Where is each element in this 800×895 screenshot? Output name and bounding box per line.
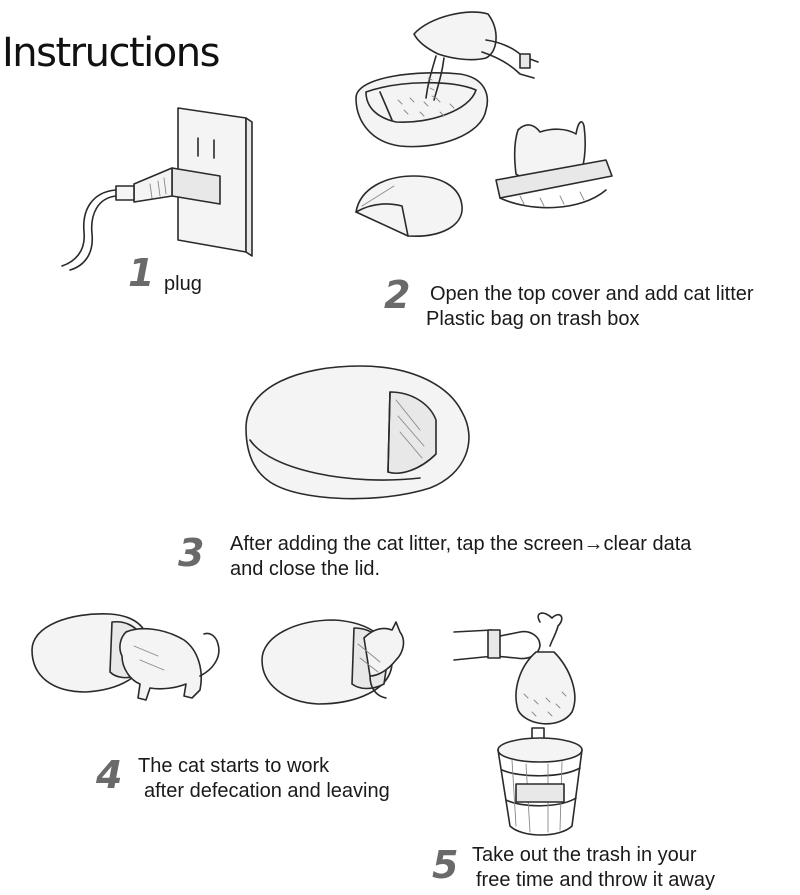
step-1-line-1: plug [164,273,202,295]
step-1-number: 1 [128,251,155,295]
step-2-line-1: Open the top cover and add cat litter [430,283,754,305]
step-3-caption: After adding the cat litter, tap the scr… [230,532,691,582]
step-5-line-1: Take out the trash in your [472,844,697,866]
step-4-line-1: The cat starts to work [138,755,330,777]
step-5-line-2: free time and throw it away [476,869,715,891]
cat-icon [31,613,405,705]
step-5-number: 5 [432,843,459,887]
step-2-line-2: Plastic bag on trash box [426,308,640,330]
step-1-caption: plug [164,272,202,297]
step-2-caption: Open the top cover and add cat litter Pl… [426,282,754,332]
closed-litter-box-icon [245,365,470,500]
step-3-line-1: After adding the cat litter, tap the scr… [230,533,692,555]
step-2-number: 2 [384,273,411,317]
step-3-line-2: and close the lid. [230,558,381,580]
step-5-caption: Take out the trash in your free time and… [472,843,715,893]
trash-bin-icon [453,612,583,836]
litter-box-icon [355,11,613,237]
step-4-number: 4 [96,753,123,797]
step-3-number: 3 [178,531,205,575]
step-4-caption: The cat starts to work after defecation … [138,754,390,804]
page-title: Instructions [2,30,220,76]
plug-icon [61,107,253,271]
step-4-line-2: after defecation and leaving [144,780,390,802]
